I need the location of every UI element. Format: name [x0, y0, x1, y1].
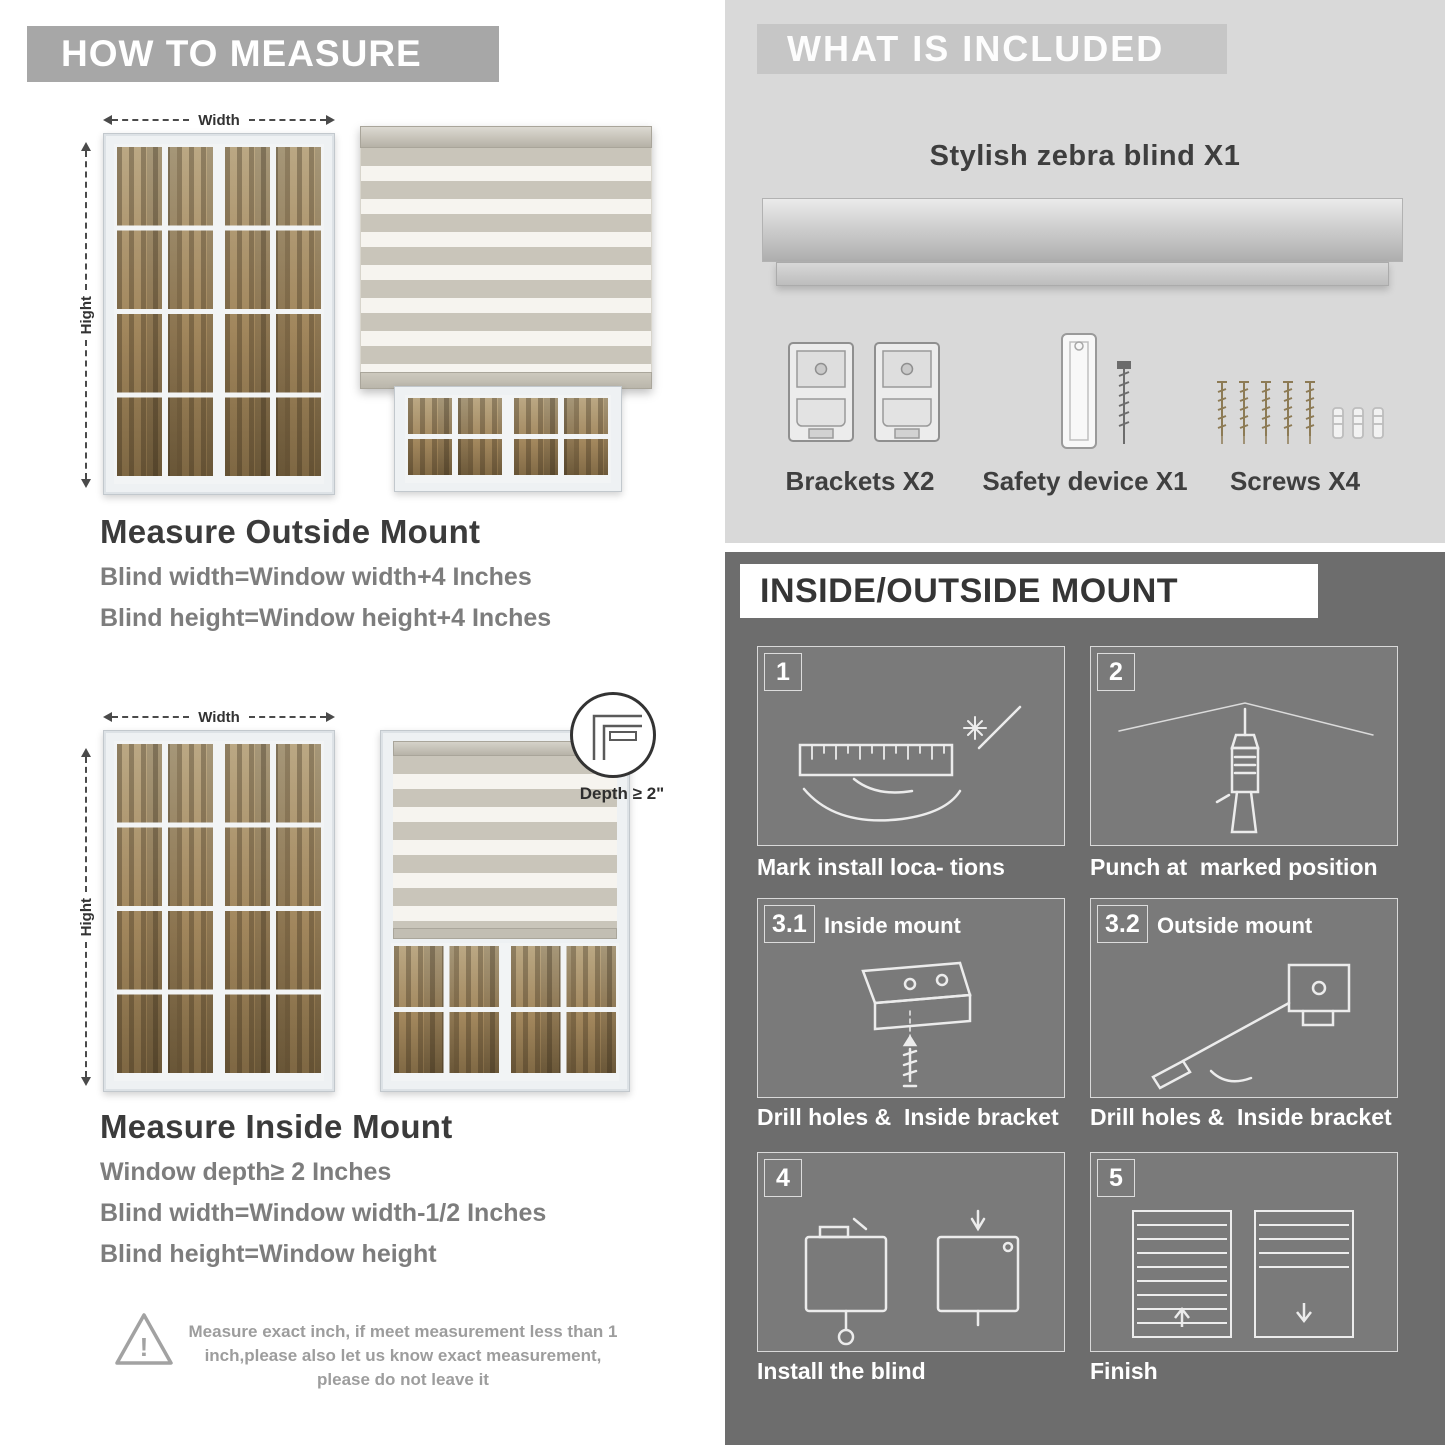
- step-number: 1: [764, 653, 802, 691]
- step-number: 3.2: [1097, 905, 1148, 943]
- svg-text:!: !: [140, 1332, 149, 1362]
- window-panes: [225, 147, 321, 481]
- window-panes: [511, 946, 616, 1078]
- brackets-label: Brackets X2: [785, 466, 935, 496]
- step-panel-5: 5: [1090, 1152, 1398, 1352]
- safety-device-label: Safety device X1: [982, 466, 1188, 496]
- finish-blinds-illustration: [1132, 1210, 1354, 1338]
- height-label: Hight: [77, 295, 95, 335]
- window-corner-detail-icon: [592, 714, 642, 760]
- depth-detail-callout: [570, 692, 656, 778]
- outside-formula-width: Blind width=Window width+4 Inches: [100, 563, 532, 591]
- step-caption: Drill holes & Inside bracket: [1090, 1104, 1392, 1130]
- what-is-included-title: WHAT IS INCLUDED: [787, 28, 1165, 69]
- window-below-blind: [394, 386, 622, 492]
- step-caption: Punch at marked position: [1090, 854, 1378, 880]
- how-to-measure-title: HOW TO MEASURE: [61, 33, 422, 74]
- width-dimension-arrow: Width: [103, 708, 336, 726]
- measure-outside-mount-title: Measure Outside Mount: [100, 513, 481, 550]
- width-label: Width: [198, 111, 240, 129]
- step-caption: Finish: [1090, 1358, 1158, 1384]
- window-illustration-outside-mount: [103, 133, 335, 495]
- measurement-warning-text: Measure exact inch, if meet measurement …: [188, 1322, 618, 1389]
- blind-headrail: [360, 126, 652, 148]
- window-with-inside-blind: [380, 730, 630, 1092]
- blind-bottom-rail: [393, 928, 617, 939]
- inside-formula-height: Blind height=Window height: [100, 1240, 437, 1268]
- mount-instructions-header: INSIDE/OUTSIDE MOUNT: [740, 564, 1318, 618]
- step-panel-4: 4: [757, 1152, 1065, 1352]
- window-panes: [408, 398, 502, 480]
- step-number: 3.1: [764, 905, 815, 943]
- window-panes: [394, 946, 499, 1078]
- outside-bracket-illustration: [1151, 963, 1351, 1090]
- step-number: 5: [1097, 1159, 1135, 1197]
- step-title: Inside mount: [824, 913, 961, 938]
- what-is-included-header: WHAT IS INCLUDED: [757, 24, 1227, 74]
- install-blind-illustration: [804, 1209, 1020, 1346]
- window-illustration-inside-mount: [103, 730, 335, 1092]
- screws-label: Screws X4: [1229, 466, 1361, 496]
- product-name: Stylish zebra blind X1: [929, 140, 1241, 172]
- step-number: 4: [764, 1159, 802, 1197]
- screws-icon: [1216, 381, 1384, 445]
- how-to-measure-header: HOW TO MEASURE: [27, 26, 499, 82]
- step-caption: Drill holes & Inside bracket: [757, 1104, 1059, 1130]
- warning-triangle-icon: !: [112, 1310, 176, 1375]
- measure-inside-mount-title: Measure Inside Mount: [100, 1108, 453, 1145]
- step-caption: Mark install loca- tions: [757, 854, 1005, 880]
- height-dimension-arrow: Hight: [77, 748, 95, 1087]
- drill-illustration: [1118, 702, 1374, 834]
- step-panel-2: 2: [1090, 646, 1398, 846]
- height-label: Hight: [77, 897, 95, 937]
- window-panes: [225, 744, 321, 1078]
- step-panel-3-1: 3.1 Inside mount: [757, 898, 1065, 1098]
- depth-callout-label: Depth ≥ 2": [579, 784, 665, 803]
- blind-headrail-lip: [776, 262, 1389, 286]
- width-dimension-arrow: Width: [103, 111, 336, 129]
- window-panes: [117, 744, 213, 1078]
- step-title: Outside mount: [1157, 913, 1313, 938]
- safety-device-icon: [1061, 333, 1131, 449]
- brackets-icon: [788, 342, 940, 442]
- step-caption: Install the blind: [757, 1358, 926, 1384]
- inside-depth-rule: Window depth≥ 2 Inches: [100, 1158, 392, 1186]
- width-label: Width: [198, 708, 240, 726]
- step-panel-3-2: 3.2 Outside mount: [1090, 898, 1398, 1098]
- mark-location-illustration: [798, 705, 1022, 822]
- blind-zebra-stripes: [360, 148, 652, 372]
- mount-instructions-title: INSIDE/OUTSIDE MOUNT: [760, 571, 1179, 610]
- inside-bracket-illustration: [861, 961, 972, 1088]
- height-dimension-arrow: Hight: [77, 142, 95, 489]
- blind-zebra-stripes: [393, 756, 617, 928]
- window-panes: [117, 147, 213, 481]
- window-panes: [514, 398, 608, 480]
- inside-formula-width: Blind width=Window width-1/2 Inches: [100, 1199, 547, 1227]
- outside-formula-height: Blind height=Window height+4 Inches: [100, 604, 552, 632]
- blind-headrail-image: [762, 198, 1403, 262]
- window-sashes: [114, 144, 324, 484]
- step-panel-1: 1: [757, 646, 1065, 846]
- zebra-blind-illustration-outside: [360, 126, 652, 389]
- step-number: 2: [1097, 653, 1135, 691]
